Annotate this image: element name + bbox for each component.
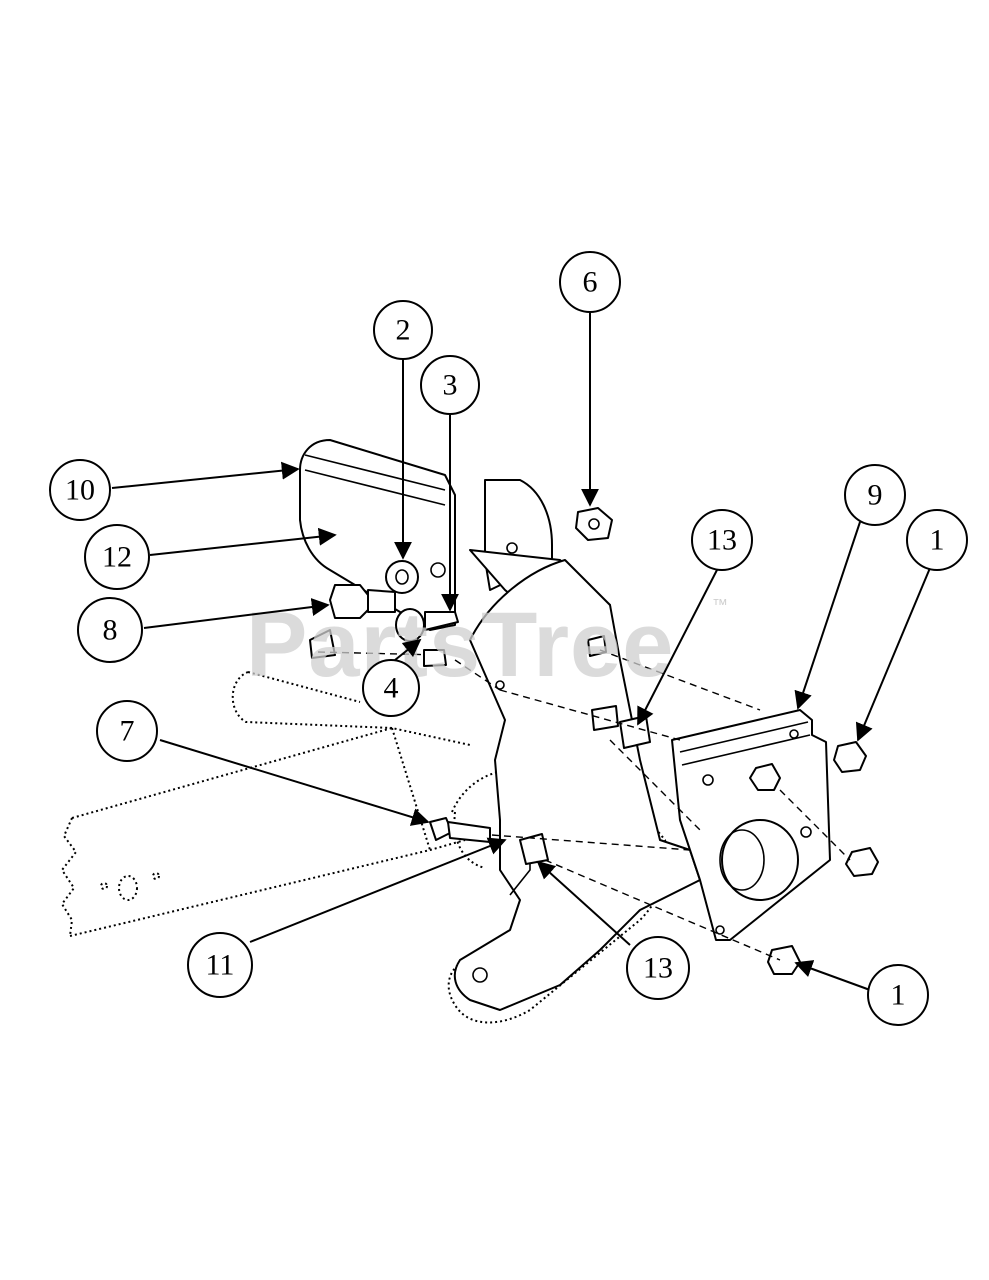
leader-lines	[111, 313, 931, 991]
svg-text:6: 6	[583, 266, 598, 299]
svg-text:1: 1	[930, 524, 945, 557]
hardware	[309, 507, 879, 975]
tube-outline	[231, 671, 393, 729]
svg-text:11: 11	[206, 949, 235, 982]
callout-3: 3	[420, 355, 480, 415]
svg-text:13: 13	[707, 524, 737, 557]
watermark-text: PartsTree	[246, 594, 674, 696]
callout-1-lower: 1	[867, 964, 929, 1026]
callout-9: 9	[844, 464, 906, 526]
callout-13-upper: 13	[691, 509, 753, 571]
frame-rail-outline	[60, 726, 471, 937]
callout-12: 12	[84, 524, 150, 590]
callout-2: 2	[373, 300, 433, 360]
svg-text:8: 8	[103, 614, 118, 647]
callout-8: 8	[77, 597, 143, 663]
callout-4: 4	[362, 659, 420, 717]
svg-text:10: 10	[65, 474, 95, 507]
svg-text:2: 2	[396, 314, 411, 347]
callout-11: 11	[187, 932, 253, 998]
callout-10: 10	[49, 459, 111, 521]
callout-6: 6	[559, 251, 621, 313]
callout-1-upper: 1	[906, 509, 968, 571]
svg-text:7: 7	[120, 715, 135, 748]
svg-text:12: 12	[102, 541, 132, 574]
partstree-watermark: PartsTree ™	[246, 594, 728, 696]
svg-text:3: 3	[443, 369, 458, 402]
svg-text:9: 9	[868, 479, 883, 512]
right-mounting-plate	[671, 709, 831, 941]
watermark-trademark: ™	[712, 597, 728, 614]
svg-text:4: 4	[384, 672, 399, 705]
callout-13-lower: 13	[626, 936, 690, 1000]
callout-7: 7	[96, 700, 158, 762]
svg-text:13: 13	[643, 952, 673, 985]
bolt-head	[329, 584, 369, 619]
svg-text:1: 1	[891, 979, 906, 1012]
